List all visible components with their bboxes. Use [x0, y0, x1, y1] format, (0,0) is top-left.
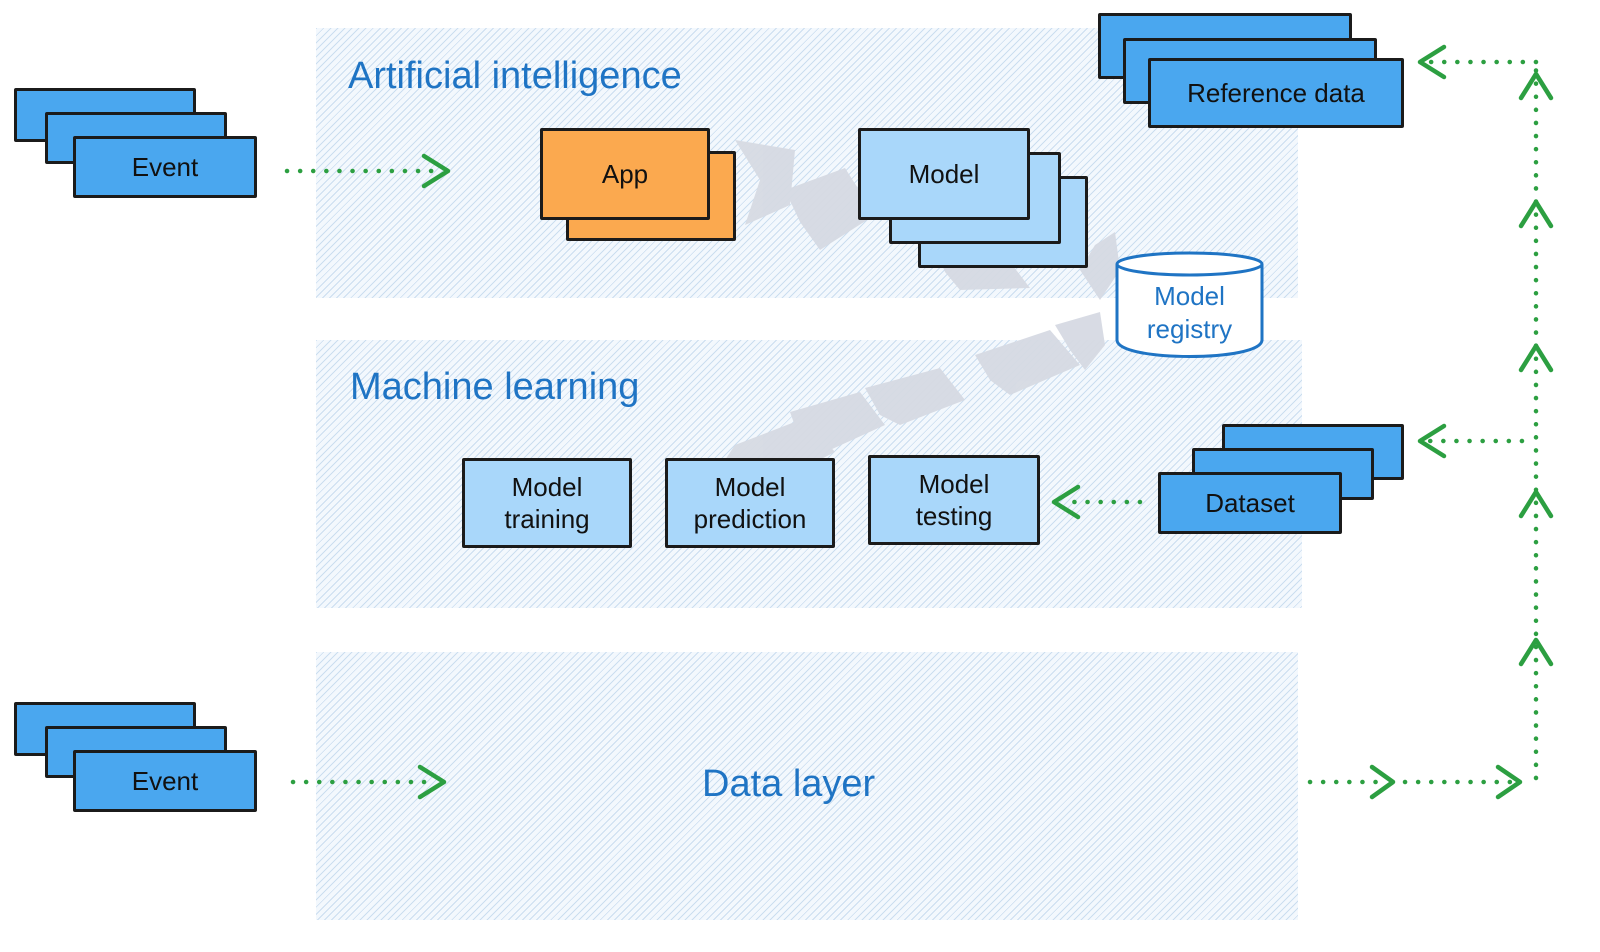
flow-chevron	[975, 330, 1080, 395]
flow-chevron	[1080, 232, 1120, 300]
model-prediction-card[interactable]: Model prediction	[665, 458, 835, 548]
event-label-bottom: Event	[131, 765, 199, 796]
event-label-top: Event	[131, 151, 199, 182]
flow-chevron	[735, 140, 795, 225]
model-registry-label-line1: Model	[1154, 281, 1225, 311]
ai-layer-title: Artificial intelligence	[348, 55, 682, 97]
model-training-line2: training	[504, 504, 590, 534]
dataset-label: Dataset	[1205, 487, 1295, 518]
model-training-line1: Model	[511, 471, 583, 502]
ml-layer-title: Machine learning	[350, 366, 640, 408]
app-card[interactable]: App	[540, 128, 710, 220]
model-card[interactable]: Model	[858, 128, 1030, 220]
data-layer-background	[316, 652, 1298, 920]
event-card-top[interactable]: Event	[73, 136, 257, 198]
model-label: Model	[908, 158, 980, 189]
reference-data-label: Reference data	[1187, 77, 1365, 108]
reference-data-card[interactable]: Reference data	[1148, 58, 1404, 128]
model-prediction-line2: prediction	[693, 504, 807, 534]
flow-chevron	[1055, 312, 1105, 370]
model-registry-label-line2: registry	[1146, 314, 1233, 345]
model-testing-card[interactable]: Model testing	[868, 455, 1040, 545]
model-testing-line1: Model	[918, 468, 990, 499]
app-label: App	[601, 158, 649, 189]
model-registry-label: Model registry	[1117, 280, 1262, 347]
model-testing-line2: testing	[915, 501, 993, 531]
flow-chevron	[865, 368, 965, 425]
model-training-card[interactable]: Model training	[462, 458, 632, 548]
dataset-card[interactable]: Dataset	[1158, 472, 1342, 534]
data-layer-title: Data layer	[702, 763, 876, 805]
event-card-bottom[interactable]: Event	[73, 750, 257, 812]
model-prediction-line1: Model	[714, 471, 786, 502]
flow-chevron	[785, 168, 875, 250]
flow-chevron	[790, 392, 885, 450]
